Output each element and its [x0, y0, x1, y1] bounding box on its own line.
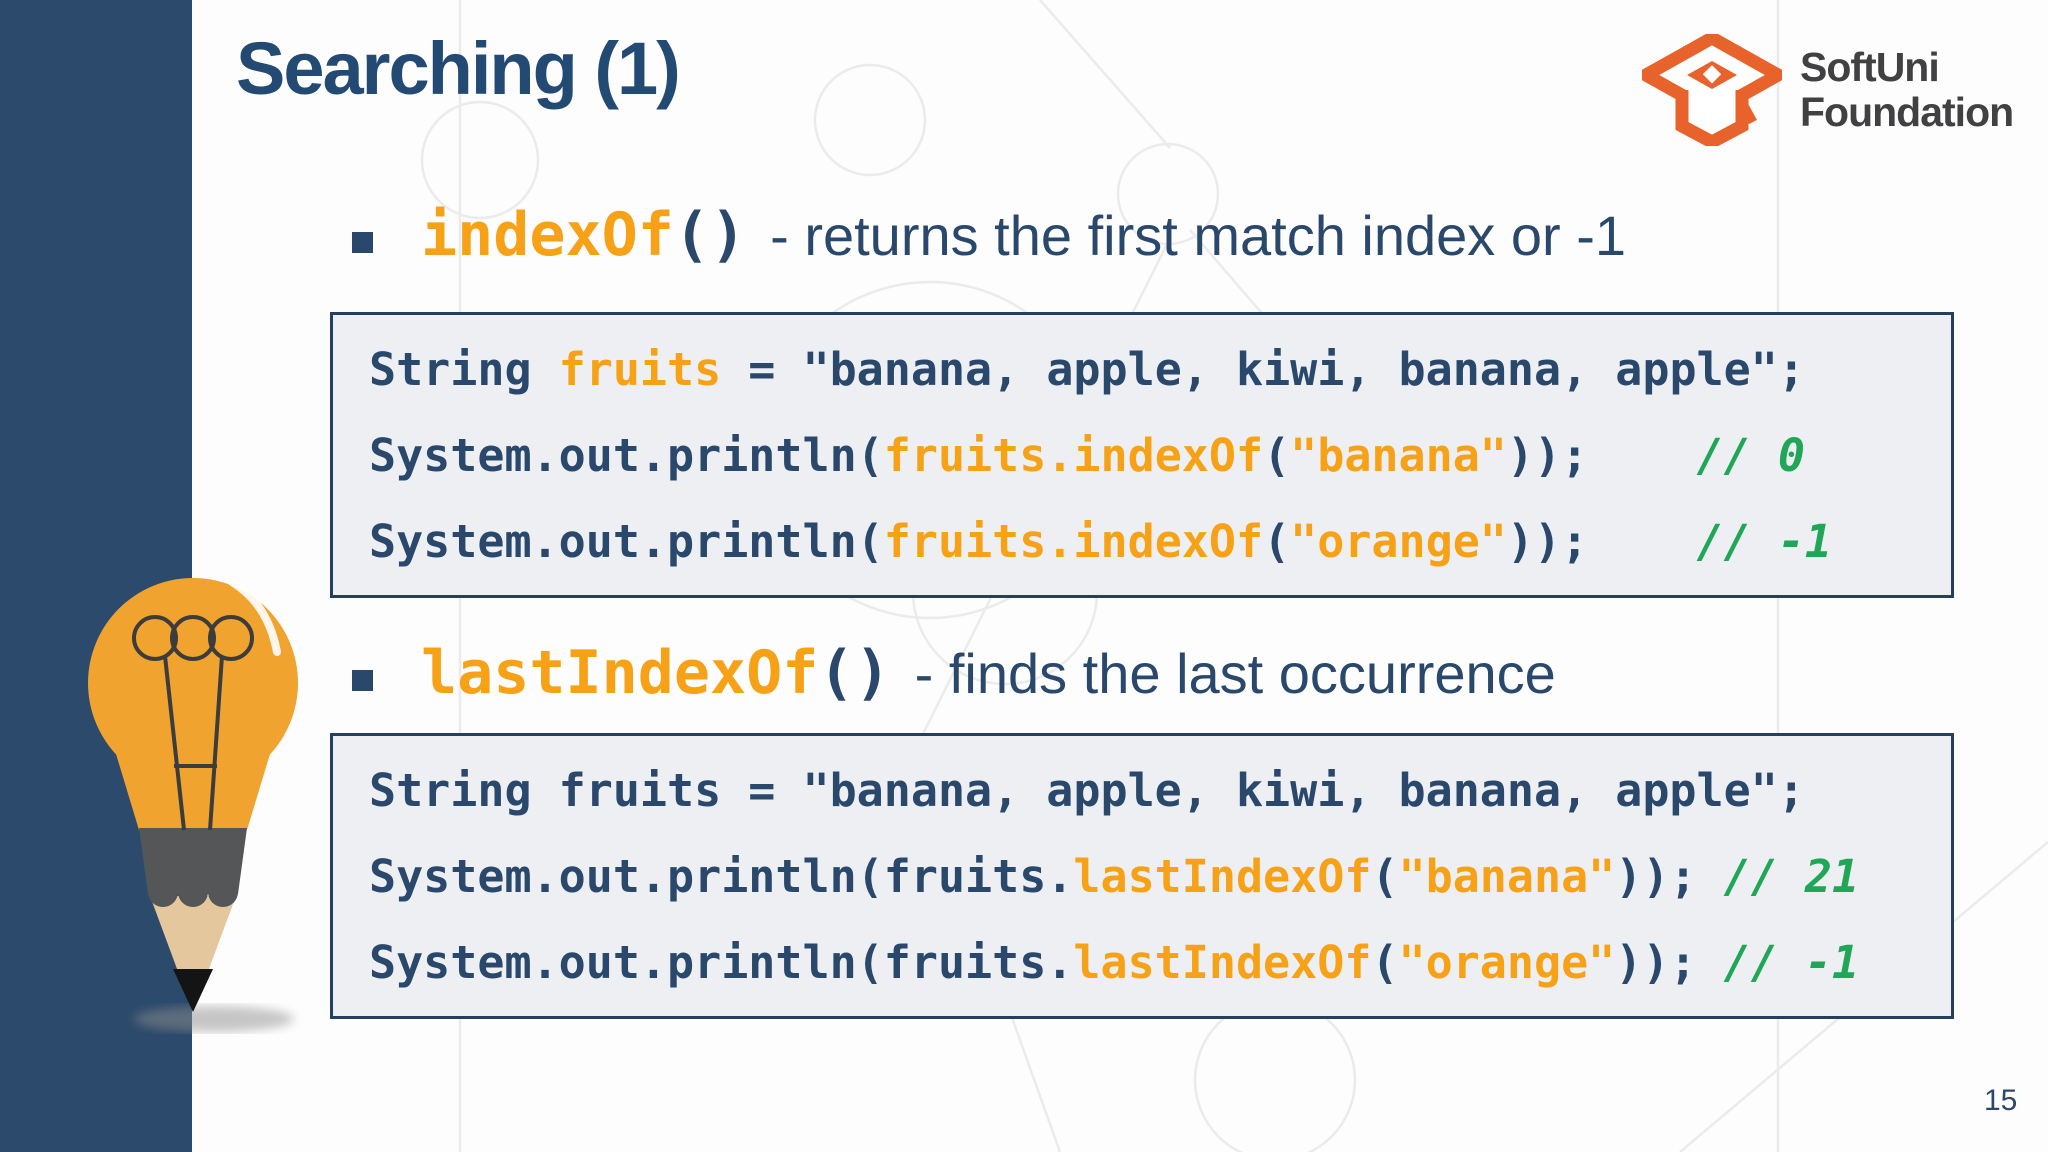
graduation-cap-icon — [1642, 34, 1782, 146]
lightbulb-pencil-icon — [88, 578, 298, 1032]
logo-text: SoftUni Foundation — [1800, 44, 2014, 135]
code-line: System.out.println(fruits.indexOf("banan… — [369, 429, 1805, 482]
slide-title: Searching (1) — [236, 27, 681, 110]
sidebar-accent-bar — [0, 0, 192, 1152]
code-block-indexof: String fruits = "banana, apple, kiwi, ba… — [330, 312, 1954, 598]
method-description: - returns the first match index or -1 — [770, 204, 1626, 267]
bullet-square-icon — [352, 669, 373, 691]
code-line: System.out.println(fruits.lastIndexOf("b… — [369, 850, 1860, 903]
method-parens: () — [673, 200, 747, 270]
code-line: String fruits = "banana, apple, kiwi, ba… — [369, 764, 1805, 817]
code-line: String fruits = "banana, apple, kiwi, ba… — [369, 343, 1805, 396]
bullet-indexof: indexOf () - returns the first match ind… — [352, 200, 1626, 270]
bullet-lastindexof: lastIndexOf () - finds the last occurren… — [352, 638, 1556, 708]
logo-line1: SoftUni — [1800, 44, 1940, 90]
code-line: System.out.println(fruits.indexOf("orang… — [369, 515, 1833, 568]
method-parens: () — [818, 638, 891, 708]
page-number: 15 — [1984, 1084, 2018, 1117]
code-block-lastindexof: String fruits = "banana, apple, kiwi, ba… — [330, 733, 1954, 1019]
softuni-foundation-logo: SoftUni Foundation — [1642, 34, 2014, 146]
logo-line2: Foundation — [1800, 89, 2014, 135]
method-name: indexOf — [421, 200, 674, 270]
method-description: - finds the last occurrence — [914, 642, 1556, 705]
method-name: lastIndexOf — [421, 638, 819, 708]
bullet-square-icon — [352, 231, 373, 253]
code-line: System.out.println(fruits.lastIndexOf("o… — [369, 936, 1860, 989]
